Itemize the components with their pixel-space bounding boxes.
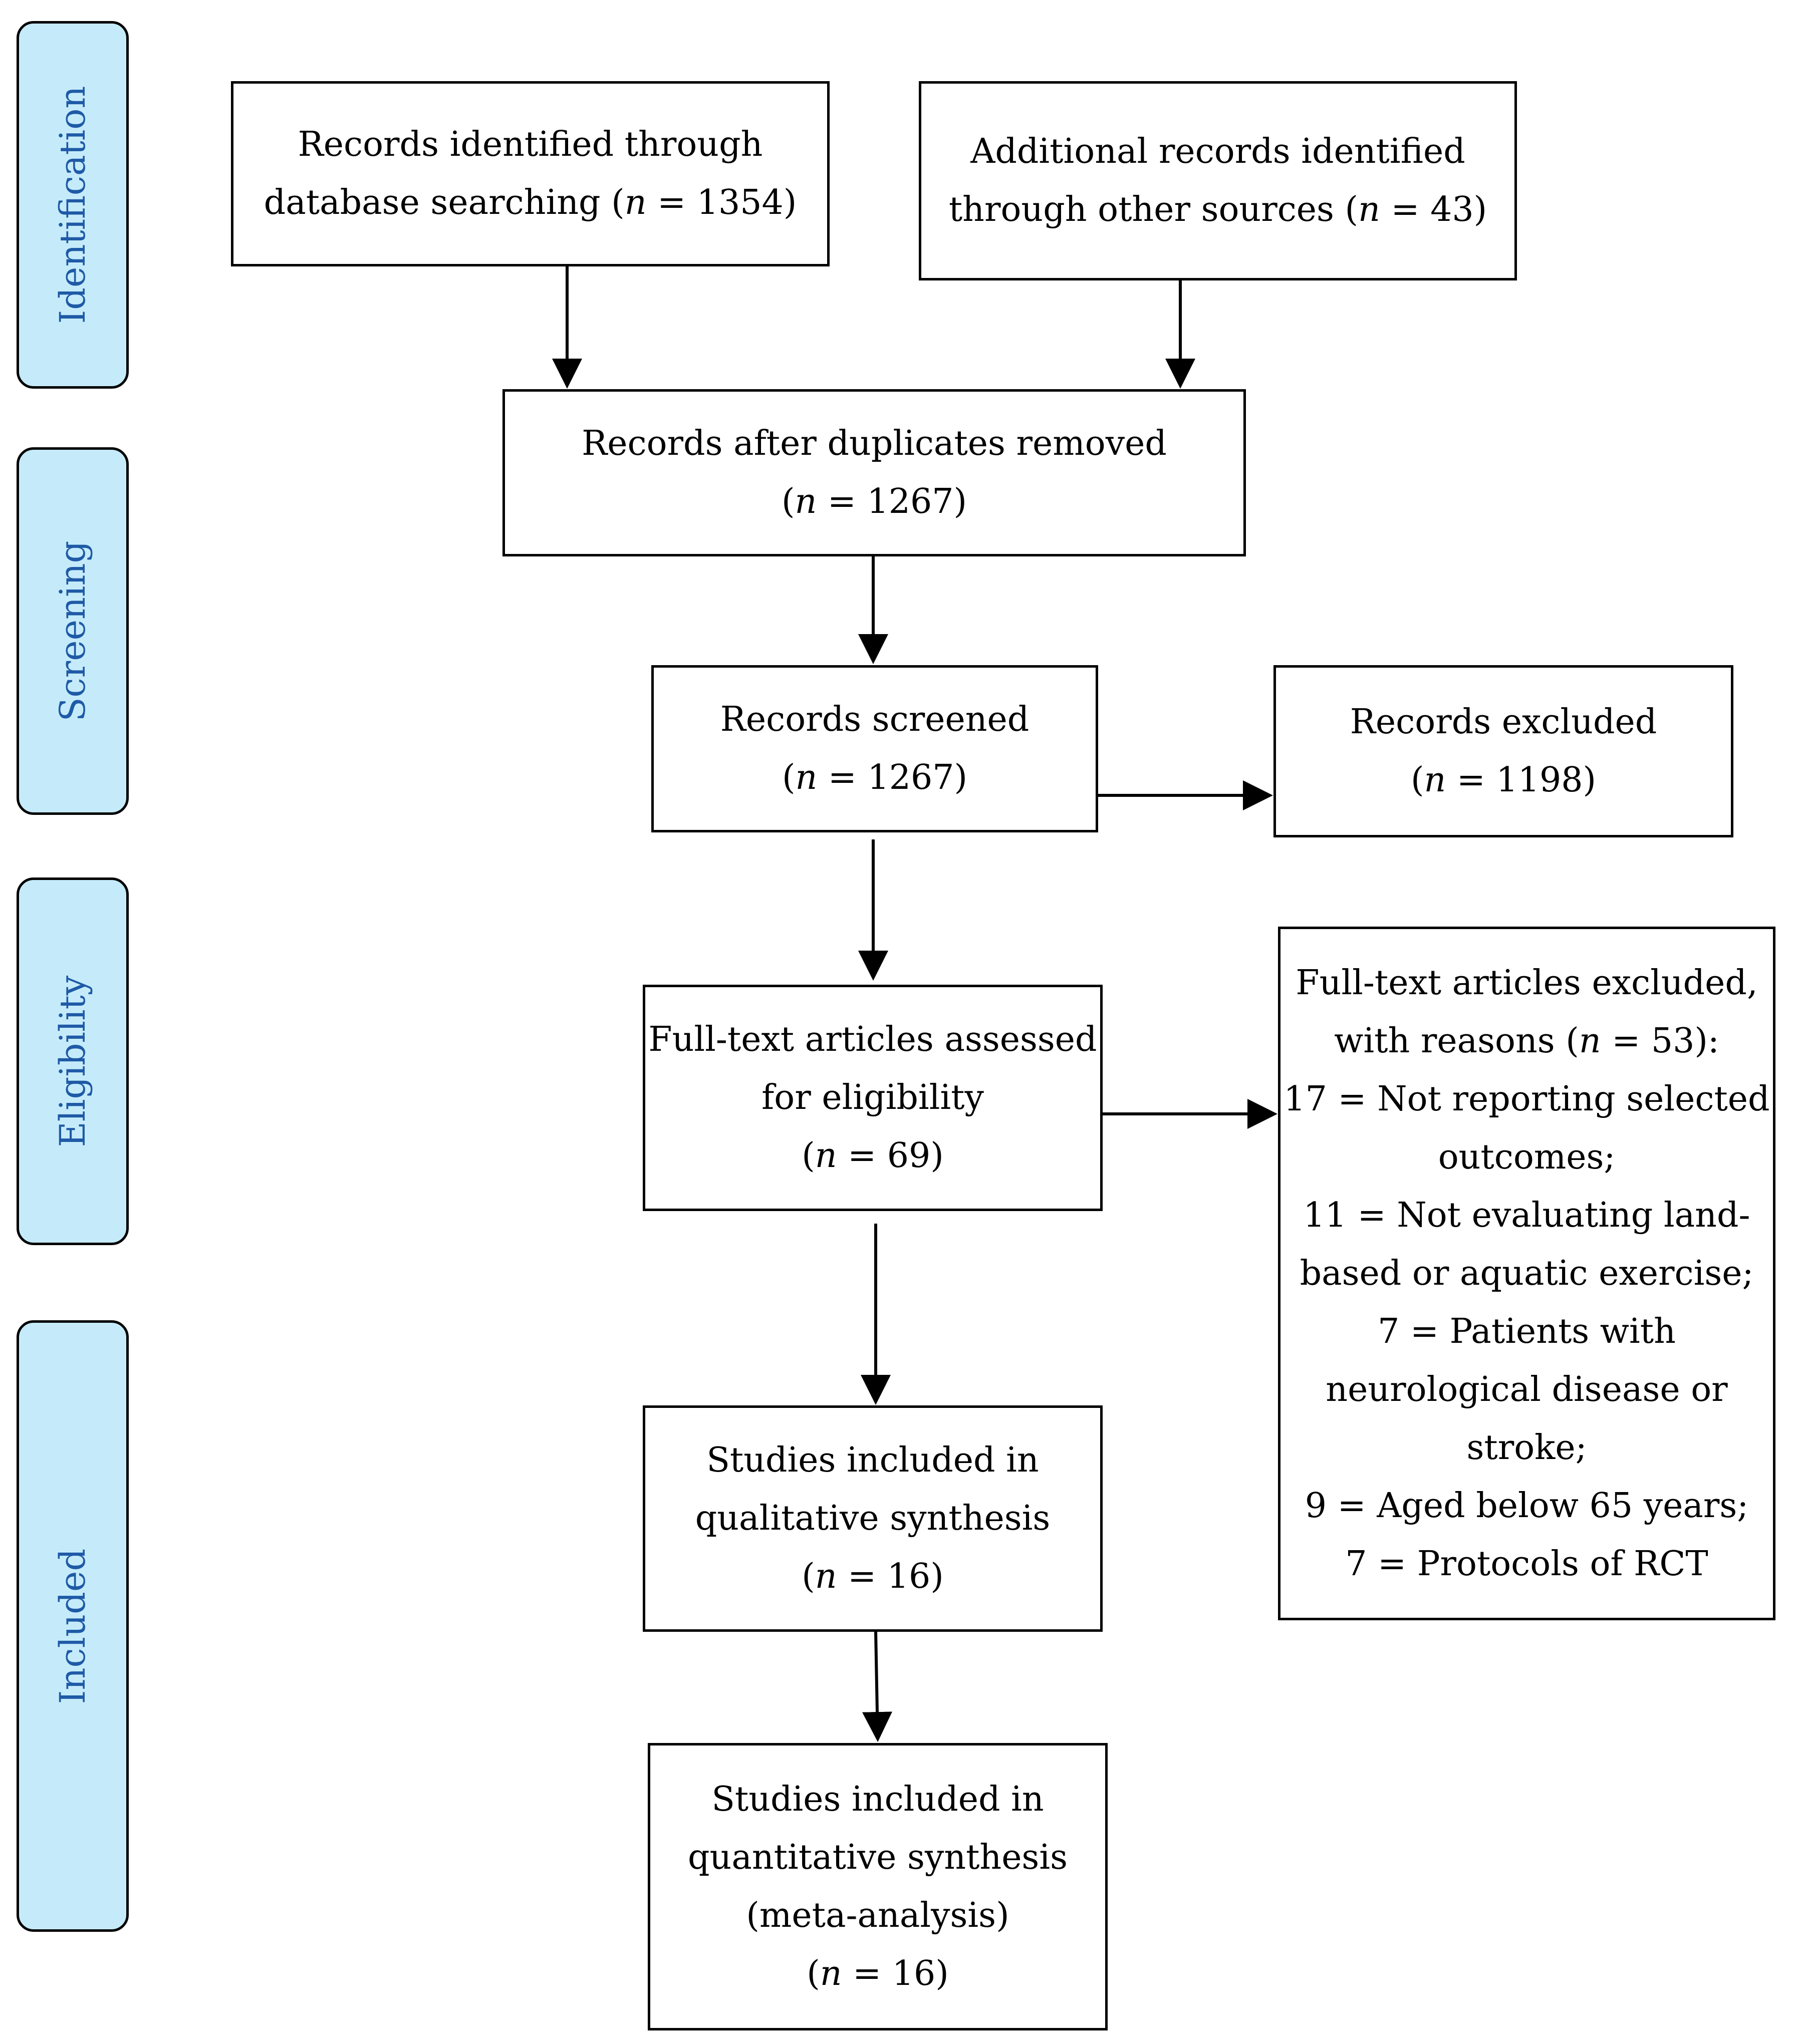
phase-label-included: Included — [52, 1548, 93, 1704]
text-fragment: ( — [1410, 760, 1424, 800]
box-line: based or aquatic exercise; — [1300, 1253, 1754, 1293]
n-symbol: n — [820, 1954, 842, 1993]
n-symbol: n — [624, 183, 647, 222]
box-line: (n = 69) — [802, 1127, 944, 1185]
text-fragment: = 1354) — [646, 183, 797, 222]
n-symbol: n — [795, 758, 818, 797]
box-full-text-assessed: Full-text articles assessed for eligibil… — [643, 985, 1103, 1211]
text-fragment: ( — [782, 758, 796, 797]
box-line: 7 = Protocols of RCT — [1345, 1544, 1708, 1584]
box-line: Full-text articles assessed — [648, 1020, 1097, 1059]
box-line: neurological disease or — [1326, 1369, 1728, 1409]
box-line: Records after duplicates removed — [582, 424, 1167, 463]
box-line: stroke; — [1466, 1427, 1587, 1468]
box-line: qualitative synthesis — [695, 1499, 1051, 1538]
box-line: Records excluded — [1350, 702, 1657, 742]
phase-label-identification: Identification — [52, 86, 93, 324]
phase-eligibility: Eligibility — [17, 878, 129, 1245]
n-symbol: n — [795, 482, 817, 521]
box-line: with reasons (n = 53): — [1334, 1012, 1719, 1070]
n-symbol: n — [1579, 1021, 1601, 1061]
text-fragment: = 16) — [842, 1954, 949, 1993]
box-line: (n = 1198) — [1411, 751, 1596, 809]
n-symbol: n — [815, 1557, 837, 1596]
box-line: 11 = Not evaluating land- — [1303, 1195, 1750, 1235]
box-line: 9 = Aged below 65 years; — [1305, 1486, 1749, 1526]
phase-label-eligibility: Eligibility — [52, 975, 93, 1147]
text-fragment: = 1198) — [1446, 760, 1597, 800]
n-symbol: n — [1358, 190, 1380, 229]
text-fragment: = 43) — [1380, 190, 1487, 229]
box-line: quantitative synthesis — [688, 1838, 1068, 1877]
box-line: (n = 16) — [807, 1945, 949, 2003]
box-line: Studies included in — [711, 1780, 1044, 1819]
box-database-records: Records identified through database sear… — [231, 81, 830, 266]
box-line: (n = 1267) — [782, 473, 967, 531]
box-line: Full-text articles excluded, — [1296, 963, 1758, 1003]
box-line: through other sources (n = 43) — [949, 181, 1487, 239]
arrow-qualitative-to-quantitative — [862, 1631, 892, 1742]
text-fragment: database searching ( — [264, 183, 625, 222]
box-line: Studies included in — [706, 1440, 1039, 1480]
box-line: Records screened — [720, 700, 1030, 739]
box-line: 17 = Not reporting selected — [1284, 1079, 1770, 1119]
box-line: outcomes; — [1438, 1137, 1616, 1177]
n-symbol: n — [1424, 760, 1446, 800]
n-symbol: n — [815, 1136, 837, 1176]
box-records-screened: Records screened (n = 1267) — [651, 665, 1098, 832]
box-line: (n = 1267) — [782, 749, 967, 807]
box-records-excluded: Records excluded (n = 1198) — [1273, 665, 1733, 837]
text-fragment: = 53): — [1601, 1021, 1719, 1061]
phase-included: Included — [17, 1320, 129, 1932]
text-fragment: ( — [781, 482, 795, 521]
box-full-text-excluded: Full-text articles excluded, with reason… — [1278, 927, 1775, 1620]
box-qualitative-synthesis: Studies included in qualitative synthesi… — [643, 1405, 1103, 1632]
box-other-sources: Additional records identified through ot… — [919, 81, 1517, 280]
box-line: (meta-analysis) — [746, 1896, 1009, 1935]
text-fragment: = 16) — [837, 1557, 944, 1596]
box-line: Records identified through — [298, 125, 763, 164]
box-line: (n = 16) — [802, 1548, 944, 1606]
text-fragment: with reasons ( — [1334, 1021, 1579, 1061]
text-fragment: ( — [802, 1557, 815, 1596]
text-fragment: ( — [807, 1954, 820, 1993]
box-line: for eligibility — [761, 1078, 984, 1117]
phase-identification: Identification — [17, 21, 129, 389]
phase-screening: Screening — [17, 447, 129, 815]
text-fragment: = 1267) — [817, 758, 968, 797]
box-line: database searching (n = 1354) — [264, 174, 797, 232]
text-fragment: = 1267) — [817, 482, 967, 521]
phase-label-screening: Screening — [52, 540, 93, 722]
box-line: Additional records identified — [970, 132, 1465, 171]
box-duplicates-removed: Records after duplicates removed (n = 12… — [502, 389, 1246, 556]
text-fragment: through other sources ( — [948, 190, 1359, 229]
text-fragment: ( — [802, 1136, 815, 1176]
box-line: 7 = Patients with — [1378, 1311, 1676, 1351]
text-fragment: = 69) — [837, 1136, 944, 1176]
box-quantitative-synthesis: Studies included in quantitative synthes… — [648, 1743, 1108, 2030]
